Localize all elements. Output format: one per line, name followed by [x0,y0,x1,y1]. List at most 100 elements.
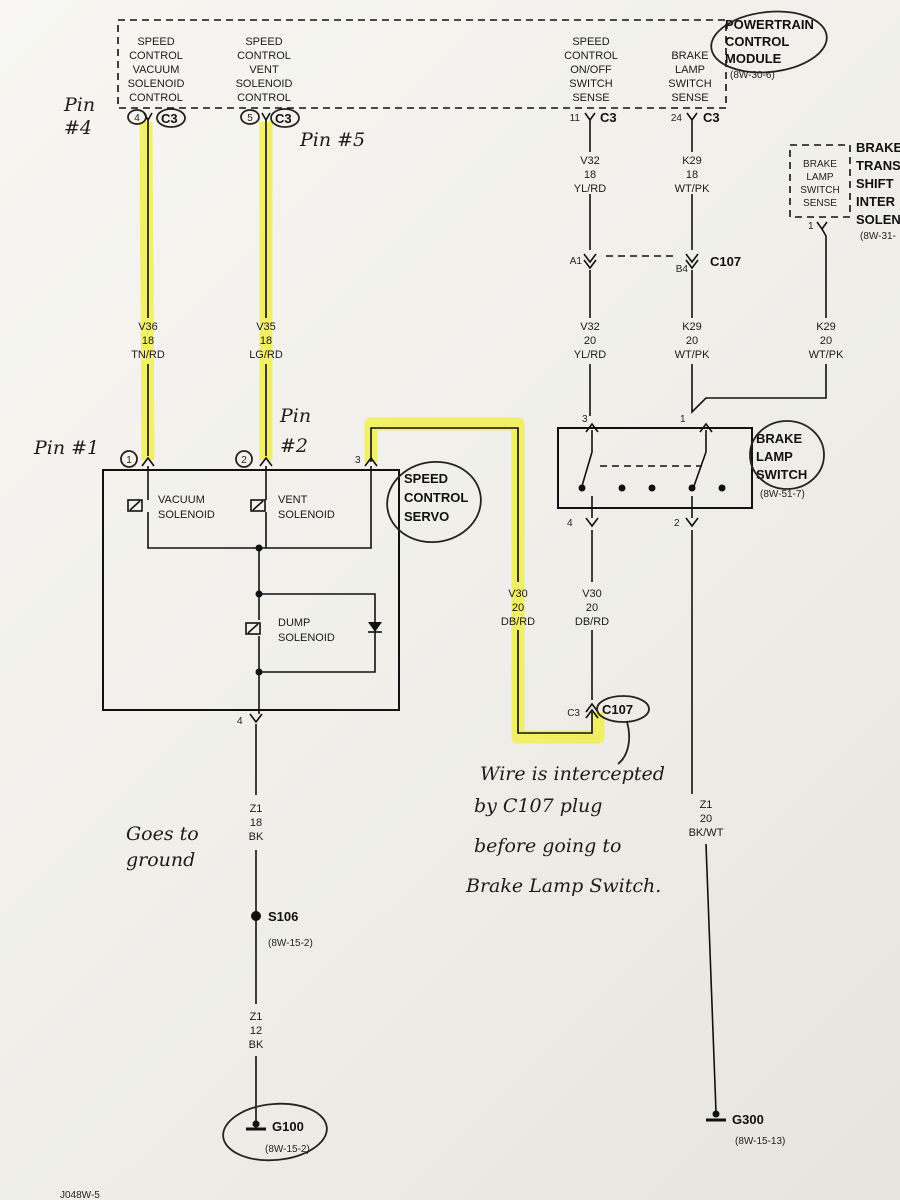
svg-text:Pin #5: Pin #5 [299,129,365,151]
wire-label-v32-18: V32 18 YL/RD [574,155,606,195]
svg-text:Goes to: Goes to [126,823,199,845]
wire-label-z1-20: Z1 20 BK/WT [689,799,724,839]
svg-text:(8W-30-6): (8W-30-6) [730,70,775,81]
svg-text:G100: G100 [272,1119,304,1134]
pcm-pen-circle [710,10,828,74]
svg-text:4: 4 [237,716,243,727]
svg-text:1: 1 [680,414,686,425]
wire-label-v36: V36 18 TN/RD [131,321,165,361]
svg-text:4: 4 [567,518,573,529]
svg-text:20: 20 [700,813,712,825]
svg-text:20: 20 [686,335,698,347]
svg-text:VENT: VENT [278,494,308,506]
svg-text:TRANS: TRANS [856,158,900,173]
wire-label-k29-18: K29 18 WT/PK [675,155,710,195]
svg-text:C3: C3 [703,110,720,125]
svg-text:S106: S106 [268,909,298,924]
pcm-box [117,19,727,109]
svg-text:3: 3 [582,414,588,425]
svg-text:K29: K29 [816,321,836,333]
svg-text:(8W-51-7): (8W-51-7) [760,489,805,500]
svg-text:18: 18 [686,169,698,181]
svg-text:MODULE: MODULE [725,51,782,66]
svg-text:V30: V30 [582,588,602,600]
svg-text:CONTROL: CONTROL [237,92,291,104]
svg-text:11: 11 [570,113,581,124]
svg-text:BK/WT: BK/WT [689,827,724,839]
svg-text:SENSE: SENSE [803,198,837,209]
svg-text:DUMP: DUMP [278,617,310,629]
brake-lamp-switch: 3 1 4 2 BRAKE LAMP SWITCH (8W-51-7) [557,414,825,529]
svg-text:(8W-31-: (8W-31- [860,231,896,242]
svg-text:SENSE: SENSE [671,92,708,104]
wire-label-k29-20: K29 20 WT/PK [675,321,710,361]
svg-text:BRAKE: BRAKE [856,140,900,155]
g100-pen-circle [222,1102,328,1162]
svg-text:POWERTRAIN: POWERTRAIN [725,17,814,32]
svg-text:18: 18 [142,335,154,347]
svg-text:C107: C107 [710,254,741,269]
svg-text:SHIFT: SHIFT [856,176,894,191]
wire-lines [147,120,827,1120]
svg-text:Z1: Z1 [700,799,713,811]
svg-text:SWITCH: SWITCH [800,185,839,196]
svg-text:by C107 plug: by C107 plug [474,795,602,817]
svg-text:DB/RD: DB/RD [501,616,535,628]
svg-text:SPEED: SPEED [245,36,282,48]
svg-text:INTER: INTER [856,194,896,209]
svg-text:Pin: Pin [279,405,311,427]
splice-s106: S106 (8W-15-2) [251,909,313,949]
svg-text:Pin #1: Pin #1 [33,437,99,459]
svg-text:WT/PK: WT/PK [675,349,710,361]
svg-text:12: 12 [250,1025,262,1037]
svg-text:C3: C3 [567,708,580,719]
svg-text:SOLENOID: SOLENOID [278,509,335,521]
svg-text:WT/PK: WT/PK [809,349,844,361]
wire-label-v32-20: V32 20 YL/RD [574,321,606,361]
pcm-col-vacuum: SPEED CONTROL VACUUM SOLENOID CONTROL [128,36,185,104]
svg-text:LG/RD: LG/RD [249,349,283,361]
svg-text:LAMP: LAMP [675,64,705,76]
svg-text:CONTROL: CONTROL [129,92,183,104]
svg-text:TN/RD: TN/RD [131,349,165,361]
svg-text:ground: ground [126,849,195,871]
pcm-col-vent: SPEED CONTROL VENT SOLENOID CONTROL [236,36,293,104]
svg-text:CONTROL: CONTROL [404,490,468,505]
c107-connector: A1 B4 C107 C3 C107 [567,253,741,765]
wire-label-v35: V35 18 LG/RD [249,321,283,361]
svg-text:SWITCH: SWITCH [569,78,612,90]
svg-text:BRAKE: BRAKE [671,50,708,62]
svg-text:BRAKE: BRAKE [803,159,837,170]
svg-text:K29: K29 [682,321,702,333]
svg-text:LAMP: LAMP [806,172,834,183]
svg-text:(8W-15-2): (8W-15-2) [268,938,313,949]
wire-label-k29-20-right: K29 20 WT/PK [809,321,844,361]
pcm-col-onoff: SPEED CONTROL ON/OFF SWITCH SENSE [564,36,618,104]
ground-g100: G100 (8W-15-2) [222,1102,328,1162]
svg-text:Wire is intercepted: Wire is intercepted [480,763,665,785]
svg-text:2: 2 [674,518,680,529]
brake-trans-shift-interlock: BRAKE LAMP SWITCH SENSE BRAKE TRANS SHIF… [789,140,900,242]
svg-text:SPEED: SPEED [137,36,174,48]
svg-text:VACUUM: VACUUM [133,64,180,76]
svg-text:SPEED: SPEED [572,36,609,48]
svg-text:(8W-15-13): (8W-15-13) [735,1136,785,1147]
svg-text:V32: V32 [580,155,600,167]
svg-text:Pin: Pin [63,94,95,116]
svg-text:YL/RD: YL/RD [574,349,606,361]
wire-label-v30-left: V30 20 DB/RD [501,588,535,628]
svg-text:SOLENOID: SOLENOID [278,632,335,644]
svg-text:24: 24 [671,113,683,124]
svg-text:G300: G300 [732,1112,764,1127]
speed-control-servo: 1 2 3 4 VACUUM SOLENOID VENT SOLENOID DU… [102,450,482,727]
svg-text:DB/RD: DB/RD [575,616,609,628]
svg-text:20: 20 [820,335,832,347]
svg-text:3: 3 [355,455,361,466]
svg-text:V30: V30 [508,588,528,600]
svg-text:ON/OFF: ON/OFF [570,64,612,76]
svg-text:SENSE: SENSE [572,92,609,104]
svg-text:A1: A1 [570,256,583,267]
svg-text:C3: C3 [161,111,178,126]
